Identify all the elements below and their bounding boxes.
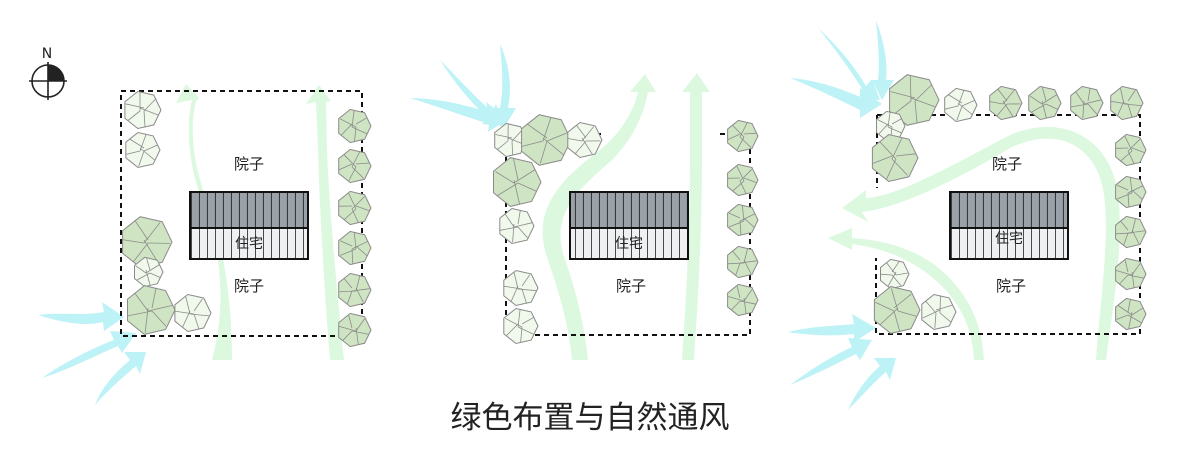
trees-right	[871, 74, 1147, 334]
tree-icon	[338, 272, 372, 308]
north-label: N	[42, 46, 52, 62]
house-label-middle: 住宅	[615, 236, 643, 252]
tree-icon	[727, 245, 759, 279]
tree-icon	[1110, 85, 1144, 121]
panel-left: 住宅 院子 院子	[38, 84, 372, 405]
tree-icon	[567, 121, 603, 159]
tree-icon	[727, 283, 759, 317]
house-left: 住宅	[189, 191, 309, 260]
tree-icon	[127, 285, 176, 335]
tree-icon	[889, 74, 940, 126]
yard-label-left-south: 院子	[234, 277, 264, 295]
tree-icon	[338, 148, 372, 184]
yard-label-left-north: 院子	[234, 155, 264, 173]
tree-icon	[493, 157, 542, 207]
north-compass-icon: N	[29, 46, 67, 100]
tree-icon	[174, 293, 212, 333]
house-label-right: 住宅	[995, 231, 1023, 247]
tree-icon	[134, 256, 164, 288]
tree-icon	[338, 230, 372, 266]
wind-inflows-middle	[410, 44, 516, 132]
tree-icon	[880, 258, 910, 290]
tree-icon	[338, 108, 372, 144]
tree-icon	[1028, 85, 1062, 121]
yard-label-middle: 院子	[616, 277, 646, 295]
tree-icon	[727, 119, 759, 153]
caption: 绿色布置与自然通风	[451, 400, 730, 436]
tree-icon	[1115, 133, 1147, 167]
tree-icon	[1115, 175, 1147, 209]
tree-icon	[338, 312, 372, 348]
panel-right: 住宅 院子 院子	[788, 20, 1147, 410]
panel-middle: 住宅 院子	[410, 44, 759, 360]
tree-icon	[1115, 257, 1147, 291]
yard-label-right-south: 院子	[996, 277, 1026, 295]
tree-icon	[873, 286, 921, 334]
tree-icon	[727, 163, 759, 197]
trees-middle	[493, 114, 759, 345]
house-right: 住宅	[949, 191, 1069, 260]
tree-icon	[499, 207, 535, 245]
tree-icon	[125, 131, 161, 169]
tree-icon	[921, 293, 957, 331]
tree-icon	[1070, 85, 1104, 121]
tree-icon	[338, 190, 372, 226]
yard-label-right-north: 院子	[992, 155, 1022, 173]
wind-flows-middle	[542, 73, 710, 360]
wind-inflows-left	[38, 302, 146, 405]
tree-icon	[503, 307, 539, 345]
house-label-left: 住宅	[235, 236, 263, 252]
tree-icon	[521, 114, 572, 166]
wind-flows-right	[828, 126, 1120, 360]
tree-icon	[124, 90, 162, 130]
trees-left	[122, 90, 372, 348]
tree-icon	[944, 87, 978, 123]
tree-icon	[727, 203, 759, 237]
tree-icon	[503, 269, 539, 307]
tree-icon	[1115, 297, 1147, 331]
tree-icon	[494, 122, 528, 158]
wind-inflows-right	[788, 20, 896, 410]
tree-icon	[989, 85, 1023, 121]
tree-icon	[871, 134, 919, 182]
wind-flows-left	[176, 84, 344, 360]
tree-icon	[1115, 215, 1147, 249]
house-middle: 住宅	[569, 191, 689, 260]
